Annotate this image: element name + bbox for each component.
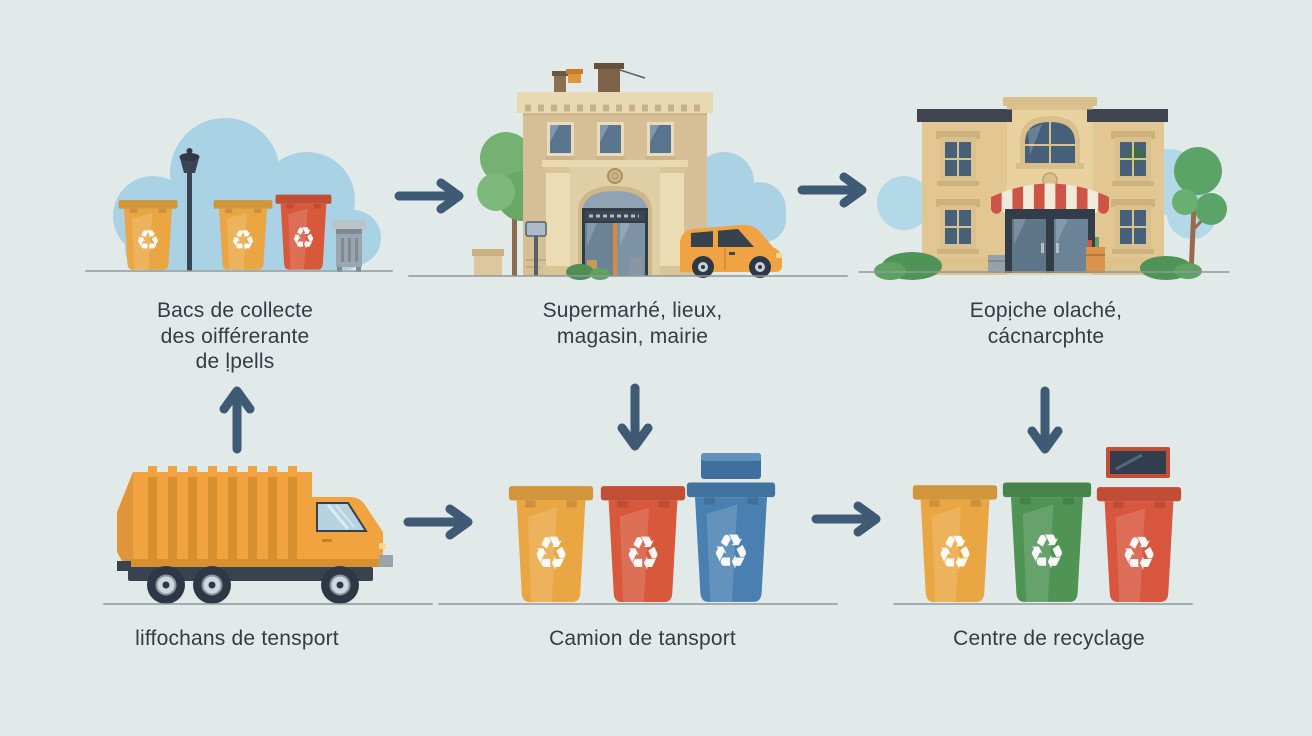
yellow-bin [508,486,594,602]
caption-line: des oifférerante [160,324,310,348]
arrow-down-icon [1027,385,1063,457]
yellow-bin [118,200,178,270]
caption-line: Supermarhé, lieux, [542,299,723,322]
storefront-door [582,208,648,276]
yellow-bin [213,200,273,270]
caption-line: Centre de recyclage [953,627,1145,650]
caption-shop: Eopịche olaché, cácnarcphte [890,298,1202,349]
tree [1172,147,1227,276]
arrow-right-icon [393,178,477,214]
wheel [193,566,231,604]
window [936,199,980,254]
red-bin [1096,487,1182,602]
yellow-bin [912,485,998,602]
trash-can [332,220,366,272]
scene-recycling-center-bins [890,445,1210,605]
garbage-truck [117,466,393,604]
caption-transport-bins: Camion de tansport [490,626,795,652]
red-bin-lid [1106,447,1170,478]
ground-line [893,603,1193,605]
window [1111,199,1155,254]
ground-line [408,275,848,277]
wheel [147,566,185,604]
bush [874,252,1202,280]
wheel [321,566,359,604]
window [546,122,575,160]
planter [472,249,504,276]
window [646,122,675,160]
building [917,97,1168,275]
caption-garbage-truck: liffochans de tensport [87,626,387,652]
caption-line: Eopịche olaché, [969,299,1123,322]
scene-supermarket [470,60,800,285]
van [680,224,782,278]
caption-recycling-center: Centre de recyclage [895,626,1203,652]
scene-transport-bins [490,445,810,605]
caption-supermarket: Supermarhé, lieux, magasin, mairie [480,298,785,349]
scene-collection-bins [85,98,395,273]
ground-line [85,270,393,272]
arched-window [1016,116,1084,169]
green-bin [1002,482,1092,602]
street-lamp-icon [179,148,200,271]
caption-line: cácnarcphte [987,324,1105,348]
building [517,63,713,276]
ground-line [103,603,433,605]
window [936,131,980,186]
red-bin [275,194,332,270]
caption-line: magasin, mairie [556,324,709,348]
ground-line [438,603,838,605]
blue-bin [686,482,776,602]
window [1111,131,1155,186]
caption-line: de ḷpells [195,350,275,373]
arrow-up-icon [219,383,255,455]
glass-door [1005,209,1095,273]
blue-bin-lid [701,453,761,479]
red-bin [600,486,686,602]
caption-collection-bins: Bacs de collecte des oifférerante de ḷpe… [85,298,385,375]
caption-line: liffochans de tensport [135,627,339,650]
caption-line: Bacs de collecte [156,299,314,322]
arrow-right-icon [810,501,894,537]
arrow-right-icon [402,504,486,540]
arrow-down-icon [617,382,653,454]
truck-cab [312,497,393,567]
scene-shop [870,85,1230,285]
window [596,122,625,160]
scene-garbage-truck [100,455,400,605]
crates [988,237,1105,273]
caption-line: Camion de tansport [549,627,736,650]
arrow-right-icon [796,172,880,208]
sign-post [525,221,547,276]
ground-line [858,271,1230,273]
